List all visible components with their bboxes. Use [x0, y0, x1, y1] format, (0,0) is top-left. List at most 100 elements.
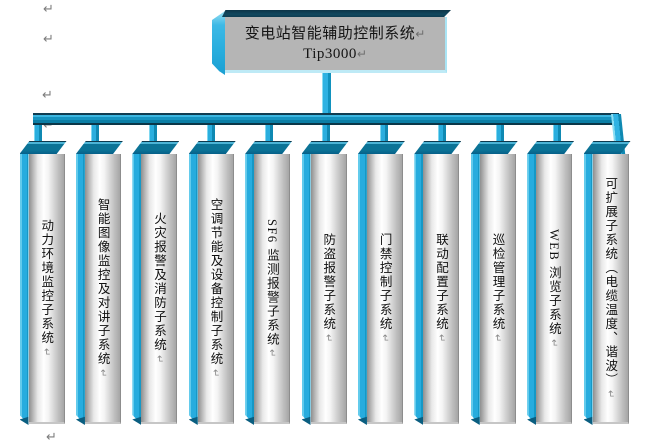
- pillar-text-column: 门禁控制子系统 ↵: [367, 154, 402, 422]
- connector-drop: [264, 125, 273, 142]
- linebreak-mark-icon: ↵: [356, 46, 367, 61]
- pillar-top-face: [414, 141, 462, 154]
- linebreak-mark-icon: ↵: [209, 369, 221, 378]
- linebreak-mark-icon: ↵: [322, 334, 334, 343]
- subsystem-label: 火灾报警及消防子系统: [152, 212, 167, 353]
- pillar-face: 可扩展子系统（电缆温度、谐波） ↵: [592, 154, 629, 424]
- subsystem-label: 空调节能及设备控制子系统: [208, 198, 223, 367]
- pillar-bottom-wedge: [583, 416, 593, 425]
- subsystem-label: 门禁控制子系统: [377, 233, 392, 332]
- pillar-face: 动力环境监控子系统 ↵: [28, 154, 65, 424]
- pillar-text-column: SF6 监测报警子系统 ↵: [254, 154, 289, 422]
- subsystem-node[interactable]: SF6 监测报警子系统 ↵: [245, 141, 301, 433]
- connector-drop: [495, 125, 504, 142]
- connector-drop: [553, 125, 562, 142]
- subsystem-node[interactable]: 智能图像监控及对讲子系统 ↵: [75, 141, 132, 433]
- subsystem-node[interactable]: 巡检管理子系统 ↵: [470, 141, 527, 433]
- root-node[interactable]: 变电站智能辅助控制系统↵ Tip3000↵: [212, 9, 452, 76]
- subsystem-label: WEB 浏览子系统: [546, 228, 561, 336]
- pillar-text-column: 可扩展子系统（电缆温度、谐波） ↵: [593, 154, 628, 422]
- pillar-bottom-wedge: [75, 416, 85, 425]
- pillar-top-face: [245, 141, 293, 154]
- linebreak-mark-icon: ↵: [43, 2, 54, 17]
- pillar-text-column: 巡检管理子系统 ↵: [480, 154, 515, 422]
- connector-drop: [91, 125, 100, 142]
- pillar-left-bevel: [527, 154, 536, 424]
- subsystem-node[interactable]: 动力环境监控子系统 ↵: [19, 141, 76, 433]
- pillar-left-bevel: [414, 154, 423, 424]
- pillar-top-face: [301, 141, 349, 154]
- subsystem-node[interactable]: 防盗报警子系统 ↵: [301, 141, 358, 433]
- root-node-left-bevel: [212, 11, 225, 75]
- pillar-top-face: [583, 141, 631, 154]
- subsystem-node[interactable]: 可扩展子系统（电缆温度、谐波） ↵: [583, 141, 640, 433]
- subsystem-label: 防盗报警子系统: [321, 233, 336, 332]
- pillar-text-column: 防盗报警子系统 ↵: [311, 154, 346, 422]
- pillar-face: 火灾报警及消防子系统 ↵: [141, 154, 178, 424]
- connector-drop: [149, 125, 157, 142]
- root-connector-stem: [322, 73, 331, 114]
- pillar-left-bevel: [358, 154, 367, 424]
- pillar-left-bevel: [189, 154, 198, 424]
- linebreak-mark-icon: ↵: [604, 390, 616, 399]
- pillar-top-face: [75, 141, 123, 154]
- linebreak-mark-icon: ↵: [378, 334, 390, 343]
- subsystem-node[interactable]: WEB 浏览子系统 ↵: [527, 141, 583, 433]
- pillar-face: 空调节能及设备控制子系统 ↵: [197, 154, 234, 424]
- pillar-face: 防盗报警子系统 ↵: [310, 154, 347, 424]
- linebreak-mark-icon: ↵: [491, 334, 503, 343]
- subsystem-node[interactable]: 门禁控制子系统 ↵: [357, 141, 414, 433]
- pillar-bottom-wedge: [188, 416, 198, 425]
- root-node-title: 变电站智能辅助控制系统↵: [244, 25, 426, 42]
- pillar-bottom-wedge: [357, 416, 367, 425]
- linebreak-mark-icon: ↵: [43, 118, 54, 133]
- connector-drop: [437, 125, 446, 142]
- linebreak-mark-icon: ↵: [43, 32, 54, 47]
- subsystem-label: 可扩展子系统（电缆温度、谐波）: [603, 177, 618, 388]
- pillar-top-face: [527, 141, 575, 154]
- pillar-top-face: [19, 141, 67, 154]
- pillar-top-face: [470, 141, 518, 154]
- linebreak-mark-icon: ↵: [40, 348, 52, 357]
- pillar-face: 智能图像监控及对讲子系统 ↵: [84, 154, 121, 424]
- pillar-bottom-wedge: [132, 416, 142, 425]
- pillar-text-column: 火灾报警及消防子系统 ↵: [141, 154, 176, 422]
- pillar-left-bevel: [20, 154, 29, 424]
- pillar-bottom-wedge: [301, 416, 311, 425]
- pillar-top-face: [188, 141, 236, 154]
- linebreak-mark-icon: ↵: [435, 334, 447, 343]
- linebreak-mark-icon: ↵: [46, 430, 57, 445]
- pillar-left-bevel: [471, 154, 480, 424]
- connector-drop: [33, 125, 42, 142]
- pillar-bottom-wedge: [19, 416, 29, 425]
- pillar-face: 联动配置子系统 ↵: [423, 154, 460, 424]
- subsystem-label: 智能图像监控及对讲子系统: [95, 198, 110, 367]
- pillar-face: WEB 浏览子系统 ↵: [536, 154, 573, 424]
- connector-drop: [380, 125, 388, 142]
- linebreak-mark-icon: ↵: [42, 88, 53, 103]
- pillar-text-column: 空调节能及设备控制子系统 ↵: [198, 154, 233, 422]
- pillar-left-bevel: [76, 154, 85, 424]
- linebreak-mark-icon: ↵: [548, 338, 560, 348]
- linebreak-mark-icon: ↵: [153, 355, 165, 364]
- pillar-text-column: 智能图像监控及对讲子系统 ↵: [85, 154, 120, 422]
- pillar-bottom-wedge: [414, 416, 424, 425]
- pillar-top-face: [357, 141, 405, 154]
- pillar-left-bevel: [302, 154, 311, 424]
- pillar-text-column: 联动配置子系统 ↵: [423, 154, 458, 422]
- subsystem-node[interactable]: 空调节能及设备控制子系统 ↵: [188, 141, 245, 433]
- linebreak-mark-icon: ↵: [96, 369, 108, 378]
- subsystem-node[interactable]: 火灾报警及消防子系统 ↵: [132, 141, 188, 433]
- subsystem-label: SF6 监测报警子系统: [264, 218, 279, 346]
- linebreak-mark-icon: ↵: [415, 26, 426, 41]
- subsystem-label: 动力环境监控子系统: [39, 219, 54, 346]
- pillar-top-face: [132, 141, 180, 154]
- pillar-bottom-wedge: [470, 416, 480, 425]
- connector-drop: [322, 125, 331, 142]
- pillar-left-bevel: [132, 154, 141, 424]
- connector-rail: [33, 113, 619, 125]
- root-node-face: 变电站智能辅助控制系统↵ Tip3000↵: [225, 17, 447, 73]
- subsystem-node[interactable]: 联动配置子系统 ↵: [414, 141, 470, 433]
- pillar-text-column: WEB 浏览子系统 ↵: [536, 154, 571, 422]
